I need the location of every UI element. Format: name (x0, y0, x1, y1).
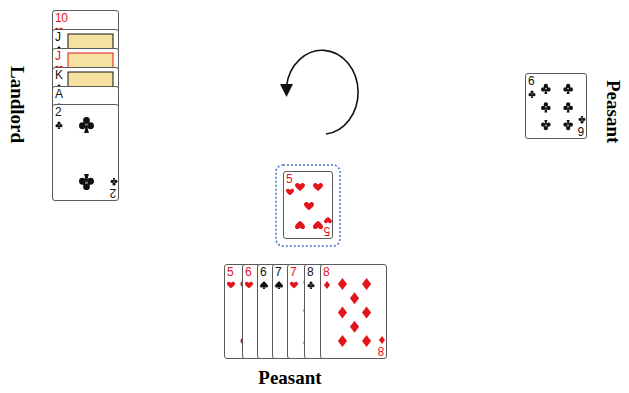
suit-pip (295, 183, 305, 191)
playing-card: 88 (320, 264, 387, 359)
suit-pip (307, 281, 314, 289)
card-face (53, 105, 119, 201)
suit-pip (379, 336, 385, 344)
suit-pip (227, 282, 235, 289)
playing-card: 22 (52, 104, 119, 201)
suit-pip (362, 335, 371, 347)
card-rank: 7 (290, 266, 296, 278)
card-rank: 8 (323, 266, 329, 278)
card-rank: J (55, 50, 61, 62)
suit-pip (304, 202, 314, 210)
suit-pip (350, 292, 359, 304)
suit-pip (245, 282, 253, 289)
card-rank: 6 (260, 266, 266, 278)
suit-pip (55, 121, 62, 129)
suit-pip (362, 307, 371, 319)
suit-pip (563, 102, 573, 112)
player-label: Peasant (258, 367, 321, 389)
card-rank: 7 (275, 266, 281, 278)
suit-pip (79, 174, 94, 190)
suit-pip (295, 221, 305, 229)
card-rank: A (55, 88, 63, 100)
suit-pip (338, 307, 347, 319)
suit-pip (286, 189, 294, 196)
card-rank: 10 (55, 12, 67, 24)
card-rank: 6 (245, 266, 251, 278)
suit-pip (563, 120, 573, 130)
suit-pip (313, 221, 323, 229)
card-rank: 8 (307, 266, 313, 278)
suit-pip (528, 90, 535, 98)
player-label-box: Peasant (602, 80, 624, 144)
suit-pip (350, 321, 359, 333)
card-rank: 8 (378, 345, 384, 357)
card-rank: 2 (55, 106, 61, 118)
suit-pip (578, 116, 585, 124)
player-label: Landlord (6, 66, 28, 143)
suit-pip (362, 278, 371, 290)
card-rank: 5 (324, 225, 330, 237)
suit-pip (79, 117, 94, 133)
card-rank: 6 (578, 125, 584, 137)
player-label: Peasant (602, 80, 624, 143)
player-label-box: Landlord (6, 66, 28, 144)
turn-arrowhead (280, 84, 293, 97)
card-rank: 5 (227, 266, 233, 278)
playing-card: 66 (525, 73, 587, 139)
suit-pip (541, 84, 551, 94)
suit-pip (110, 178, 117, 186)
played-card-frame (276, 165, 340, 246)
card-rank: 6 (528, 75, 534, 87)
suit-pip (541, 102, 551, 112)
suit-pip (275, 281, 283, 289)
suit-pip (563, 84, 573, 94)
suit-pip (324, 281, 330, 289)
suit-pip (338, 278, 347, 290)
card-rank: J (55, 31, 61, 43)
suit-pip (324, 217, 332, 224)
card-rank: K (55, 69, 63, 81)
suit-pip (260, 281, 268, 289)
suit-pip (290, 282, 298, 289)
card-face (321, 265, 387, 359)
suit-pip (313, 183, 323, 191)
card-rank: 5 (286, 173, 292, 185)
playing-card: 55 (283, 171, 333, 239)
turn-arrow (287, 50, 359, 134)
suit-pip (541, 120, 551, 130)
player-label-box: Peasant (258, 367, 322, 389)
suit-pip (338, 335, 347, 347)
card-rank: 2 (110, 187, 116, 199)
